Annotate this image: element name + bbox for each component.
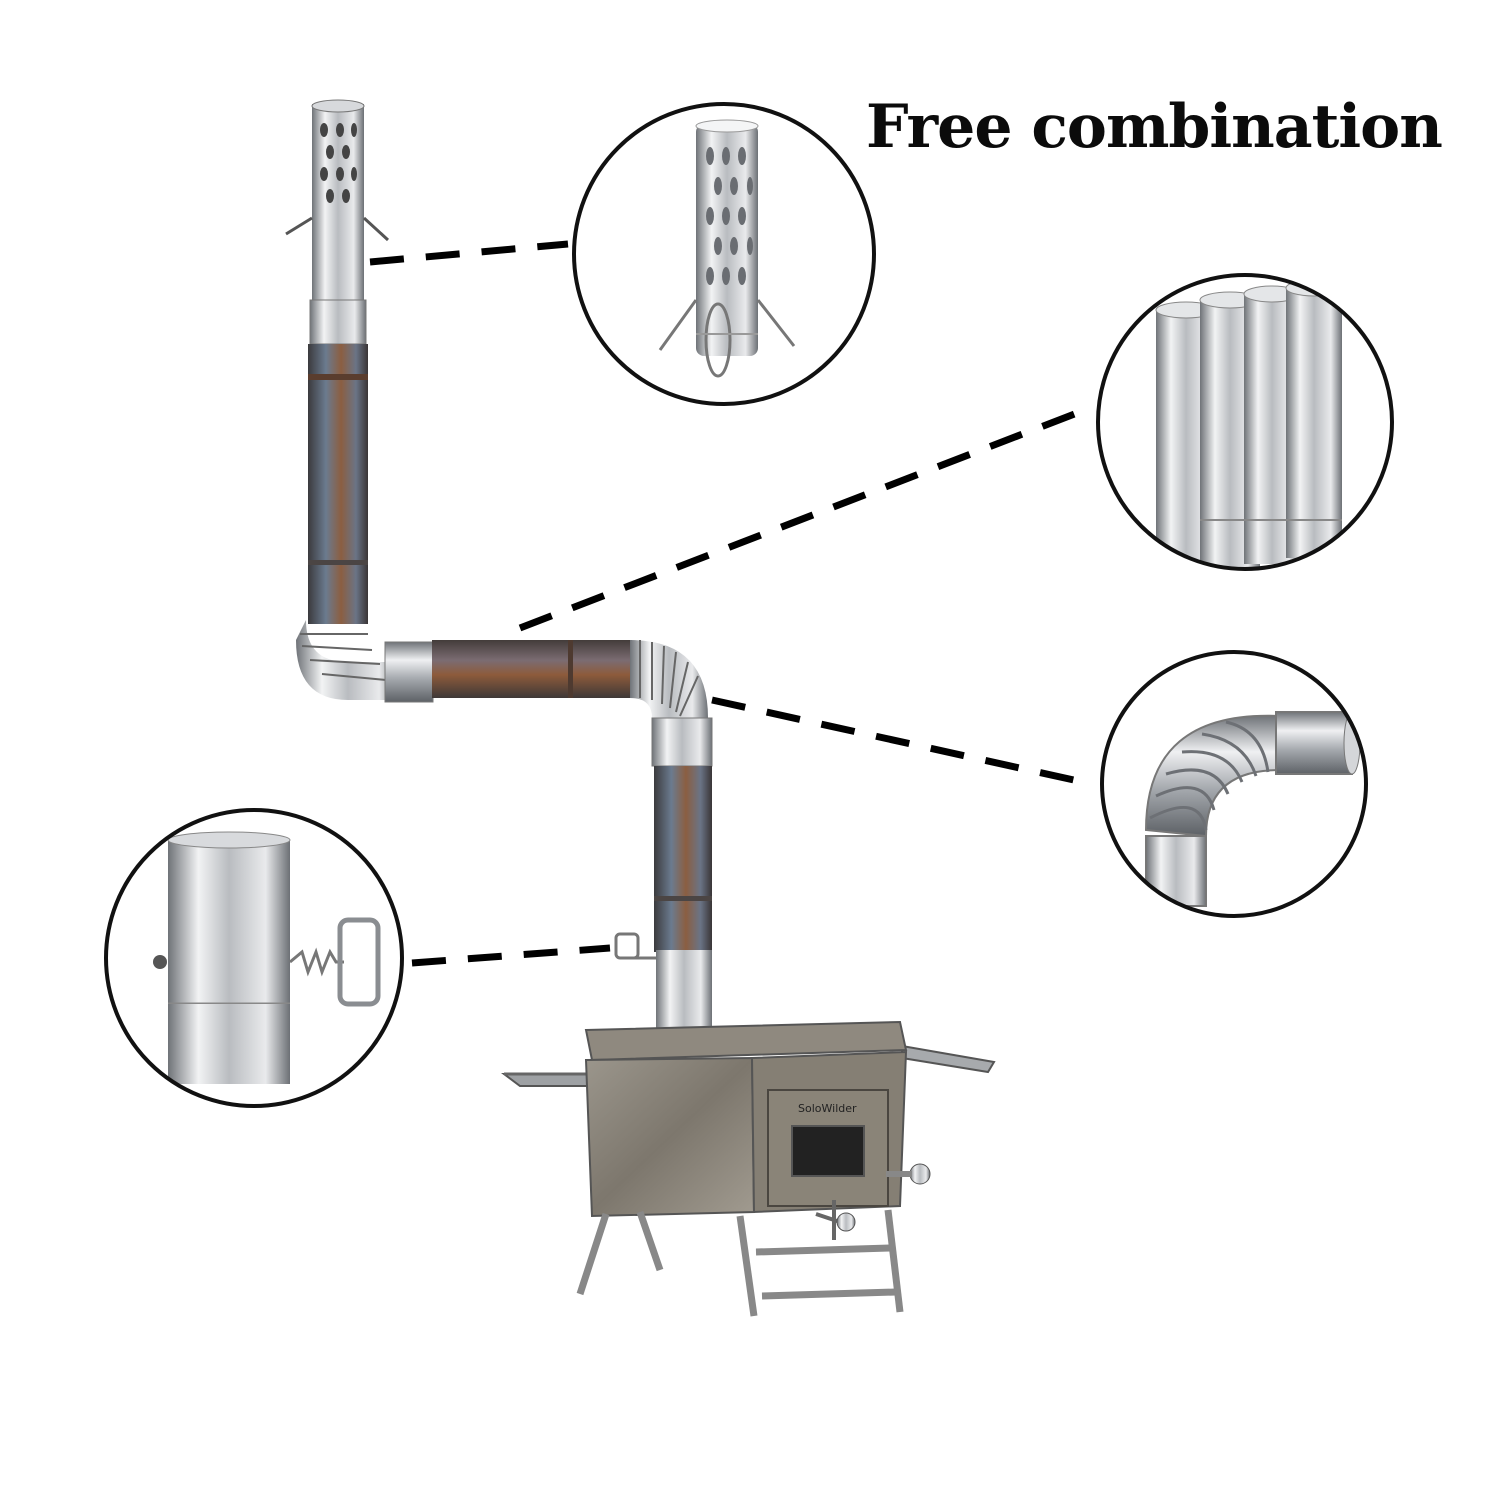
damper-handle-icon <box>614 932 656 960</box>
connector-cap <box>369 240 569 266</box>
callout-straight-pipes <box>1096 273 1394 571</box>
connector-lines <box>369 240 1093 967</box>
wood-stove: SoloWilder <box>501 1020 996 1317</box>
horizontal-pipe <box>432 640 632 698</box>
damper-section <box>656 950 712 1032</box>
callout-spark-arrestor <box>572 102 876 406</box>
connector-elbow <box>711 696 1093 788</box>
callout-elbow <box>1100 650 1368 918</box>
stove-brand-text: SoloWilder <box>798 1102 857 1115</box>
elbow-upper <box>296 620 400 700</box>
vertical-pipe-upper <box>308 344 368 624</box>
stove-door-knob <box>909 1163 931 1185</box>
stovepipe-assembly: SoloWilder <box>285 99 996 1317</box>
vertical-pipe-lower <box>654 766 712 952</box>
connector-pipes <box>518 404 1092 632</box>
spark-arrestor-cap <box>285 99 390 345</box>
headline: Free combination <box>866 92 1443 162</box>
connector-damper <box>411 944 611 967</box>
callout-damper-pipe <box>104 808 404 1108</box>
damper-handle-loop <box>337 917 381 1007</box>
